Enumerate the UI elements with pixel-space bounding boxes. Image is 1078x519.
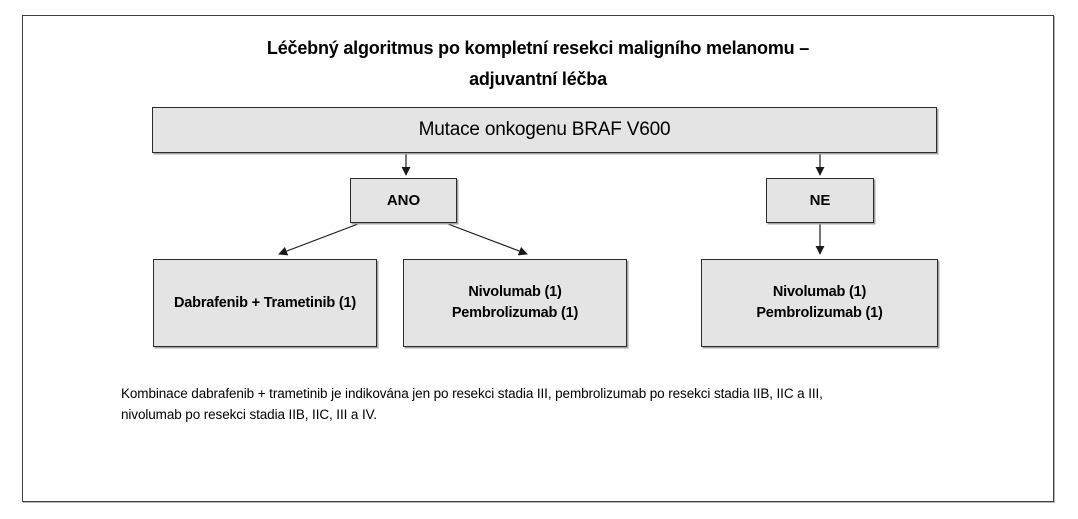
- node-nivolumab-pembrolizumab-yes: Nivolumab (1) Pembrolizumab (1): [403, 259, 627, 347]
- figure-footnote: Kombinace dabrafenib + trametinib je ind…: [121, 386, 823, 422]
- node-braf-mutation: Mutace onkogenu BRAF V600: [152, 107, 937, 153]
- node-dabrafenib-trametinib: Dabrafenib + Trametinib (1): [153, 259, 377, 347]
- node-nivolumab-pembrolizumab-yes-label: Nivolumab (1) Pembrolizumab (1): [451, 284, 579, 321]
- figure-frame: [22, 15, 1054, 502]
- node-branch-no: NE: [766, 178, 874, 223]
- node-branch-no-label: NE: [809, 192, 831, 209]
- node-braf-mutation-label: Mutace onkogenu BRAF V600: [418, 119, 671, 140]
- figure-title: Léčebný algoritmus po kompletní resekci …: [266, 38, 810, 89]
- node-branch-yes: ANO: [350, 178, 457, 223]
- node-dabrafenib-trametinib-label: Dabrafenib + Trametinib (1): [174, 294, 356, 311]
- node-nivolumab-pembrolizumab-no-label: Nivolumab (1) Pembrolizumab (1): [756, 284, 883, 321]
- node-nivolumab-pembrolizumab-no: Nivolumab (1) Pembrolizumab (1): [701, 259, 938, 347]
- node-branch-yes-label: ANO: [386, 192, 421, 209]
